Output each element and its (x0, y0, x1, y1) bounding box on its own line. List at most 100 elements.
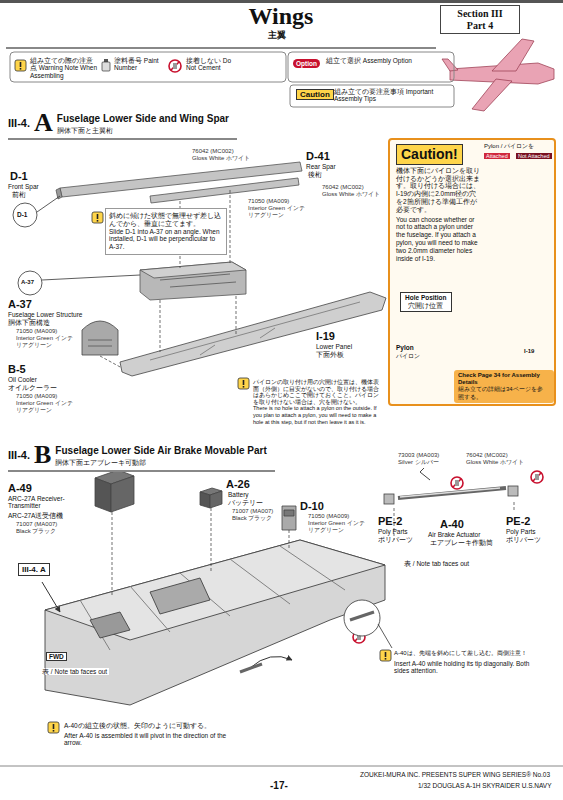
part-number: A-37 (8, 298, 32, 311)
legend-text: 組み立ての際の注意点 Warning Note When Assembling (30, 57, 98, 79)
label-text: Pylon (396, 344, 414, 351)
oil-cooler (82, 321, 118, 355)
label-text: 下面外板 (316, 351, 344, 358)
label-text: バッテリー (228, 499, 263, 506)
leader-line (289, 530, 290, 548)
label-text: Battery (228, 491, 249, 498)
label-text: Poly Parts (378, 528, 408, 535)
detail-callout (378, 624, 392, 648)
paint-number: 71007 (MA007) Black ブラック (16, 521, 72, 535)
leader-line (100, 356, 122, 368)
box-text: 胴体下面と主翼桁 (57, 126, 229, 136)
part-number: A-40 (440, 518, 464, 531)
label-text: ZOUKEI-MURA INC. PRESENTS SUPER WING SER… (360, 771, 550, 778)
legend-text: 接着しない Do Not Cement (186, 57, 236, 72)
label-text: Air Brake Actuator (428, 531, 480, 538)
box-heading: III-4. (8, 117, 30, 129)
legend-icons (15, 60, 26, 71)
header-rule (0, 0, 563, 3)
leader-line (160, 300, 161, 352)
box-text: 穴開け位置 (405, 302, 447, 310)
label-text: Front Spar (8, 183, 39, 190)
detail-callout (13, 203, 37, 227)
air-brake-actuator (508, 486, 518, 496)
detail-callout (350, 612, 374, 620)
label-text: 胴体下面構造 (8, 319, 50, 326)
box-heading: Check Page 34 for Assembly Details (458, 372, 548, 386)
leader-line (112, 502, 514, 596)
box-heading: 斜めに傾けた状態で無理せず差し込んでから、垂直に立てます。 (109, 212, 223, 228)
box-heading: Hole Position (405, 294, 447, 302)
box-heading: Caution! (396, 144, 463, 165)
legend-text: 組立て選択 Assembly Option (326, 57, 450, 64)
aircraft-icon (442, 39, 554, 111)
label-text: 表 / Note tab faces out (402, 560, 471, 567)
label-text: ポリパーツ (378, 536, 413, 543)
aircraft-icon (442, 59, 458, 71)
label-text: 主翼 (268, 30, 286, 40)
legend-frame (290, 85, 454, 107)
page-reference-tag: Check Page 34 for Assembly Details組み立ての詳… (454, 370, 554, 403)
lower-panel (150, 302, 360, 360)
oil-cooler (88, 340, 112, 346)
bracket-part (282, 506, 296, 530)
caution-panel: Caution!機体下面にパイロンを取り付けるかどうか選択出来ます。取り付ける場… (388, 138, 556, 406)
legend-frame (288, 52, 454, 82)
hole-position-box: Hole Position穴開け位置 (400, 292, 452, 312)
label-text: A-40の組立後の状態。矢印のように可動する。 (64, 722, 211, 729)
receiver-transmitter (111, 476, 134, 512)
label-text: エアブレーキ作動筒 (430, 539, 493, 546)
step-band: III-4.AFuselage Lower Side and Wing Spar… (8, 110, 237, 140)
air-brake-actuator (398, 488, 506, 498)
note-box: パイロンの取り付け用の穴開け位置は、機体表面（外側）に目安がないので、取り付ける… (250, 376, 386, 428)
part-number: A-26 (226, 478, 250, 491)
aircraft-icon (492, 39, 534, 71)
pivot-arrow (240, 656, 292, 672)
lower-structure (140, 262, 246, 278)
header-rule (0, 0, 563, 48)
paint-number: 71050 (MA009) Interior Green インテリアグリーン (16, 328, 76, 349)
warning-icon (238, 378, 249, 389)
footer-rule (0, 766, 563, 767)
label-text: D-1 (17, 211, 27, 218)
battery (200, 488, 222, 508)
label-text: A-40は、先端を斜めにして差し込む。両側注意！ (394, 650, 544, 657)
paint-number: 73003 (MA003) Silver シルバー (398, 452, 448, 466)
bracket-part (284, 510, 294, 516)
legend-icons (169, 60, 181, 72)
box-text: There is no hole to attach a pylon on th… (253, 405, 383, 425)
box-text: Slide D-1 into A-37 on an angle. When in… (109, 228, 223, 251)
air-brake-actuator (420, 468, 430, 480)
fuselage-lower-structure (45, 540, 385, 705)
fuselage-lower-structure (150, 578, 210, 614)
box-text: 胴体下面エアブレーキ可動部 (55, 458, 266, 468)
label-text: Rear Spar (306, 163, 336, 170)
detail-callout (344, 600, 380, 636)
leader-line (100, 190, 236, 368)
box-text: 組み立ての詳細は34ページを参照する。 (458, 386, 548, 400)
label-text: Oil Cooler (8, 376, 37, 383)
paint-number: 76042 (MC002) Gloss White ホワイト (466, 452, 524, 466)
lower-structure (140, 262, 246, 300)
paint-number: 76042 (MC002) Gloss White ホワイト (322, 184, 380, 198)
badge: Attached (484, 153, 510, 159)
label-text: FWD (46, 652, 67, 661)
fuselage-lower-structure (80, 546, 345, 650)
paint-number: 76042 (MC002) Gloss White ホワイト (192, 148, 250, 162)
battery (200, 492, 210, 508)
label-text: ポリパーツ (506, 536, 541, 543)
paint-number: 71007 (MA007) Black ブラック (232, 508, 288, 522)
box-text: A (34, 110, 53, 136)
air-brake-actuator (384, 468, 518, 504)
part-number: I-19 (316, 330, 335, 343)
header-rule (6, 47, 436, 49)
part-number: D-41 (306, 150, 330, 163)
wing-spar (56, 162, 302, 203)
section-box: Section IIIPart 4 (440, 5, 520, 34)
legend-text: 塗料番号 Paint Number (114, 57, 166, 72)
label-text: I-19 (524, 348, 534, 355)
warning-icon (92, 212, 103, 223)
box-text: You can choose whether or not to attach … (396, 216, 480, 263)
paint-number: 71050 (MA009) Interior Green インテリアグリーン (308, 513, 368, 534)
battery (210, 491, 222, 508)
